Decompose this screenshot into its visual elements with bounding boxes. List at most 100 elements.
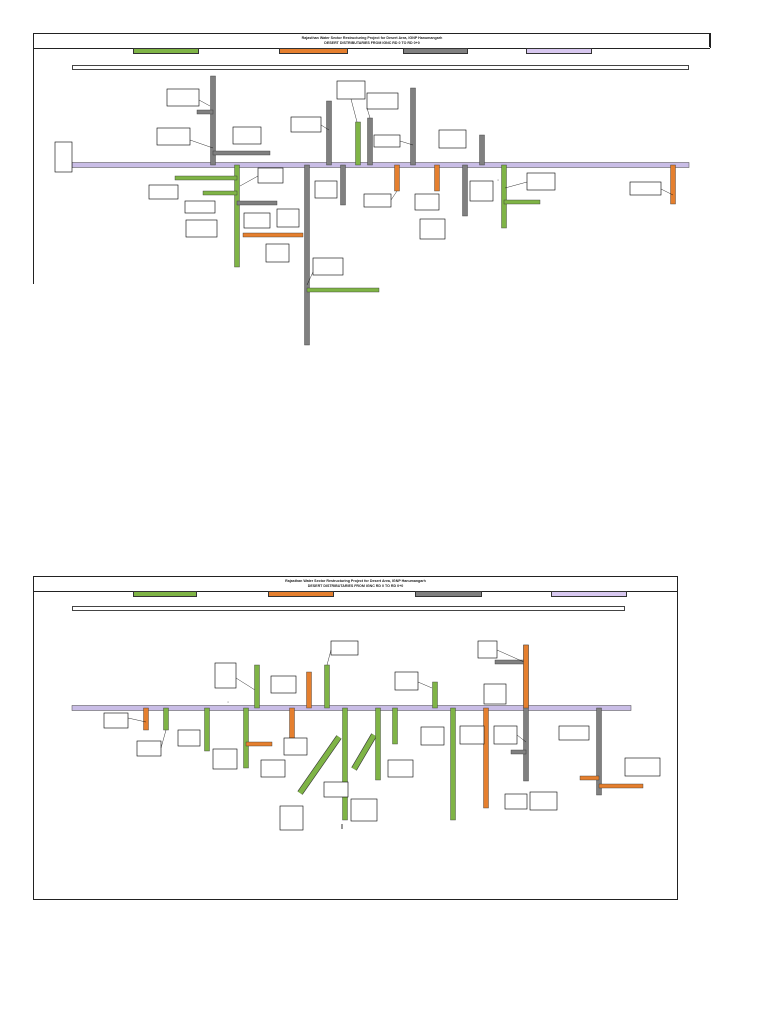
annotation-box: [363, 193, 392, 208]
annotation-box: [312, 257, 344, 276]
sheet-2-subtitle: DESERT DISTRIBUTARIES FROM IGNC RD 0 TO …: [307, 584, 404, 588]
branch-canal-green: [202, 190, 238, 196]
annotation-box: [493, 725, 518, 745]
branch-canal-orange: [670, 164, 676, 205]
sheet-1-top-reference-bar: [72, 65, 689, 70]
annotation-box: [350, 798, 378, 822]
branch-canal-gray: [236, 200, 278, 206]
legend-swatch-green: [133, 591, 197, 597]
branch-canal-gray: [212, 150, 271, 156]
legend-swatch-orange: [279, 48, 348, 54]
annotation-box: [166, 88, 200, 107]
branch-canal-gray: [596, 707, 602, 796]
annotation-box: [526, 172, 556, 191]
legend-swatch-gray: [403, 48, 468, 54]
branch-canal-green: [450, 707, 456, 821]
legend-swatch-green: [133, 48, 199, 54]
annotation-box: [276, 208, 300, 228]
branch-canal-orange: [483, 707, 489, 809]
annotation-box: [504, 793, 528, 810]
branch-canal-gray: [410, 87, 416, 166]
branch-canal-green: [204, 707, 210, 752]
annotation-box: [136, 740, 162, 757]
sheet-2-legend: [0, 590, 768, 600]
branch-canal-green: [392, 707, 398, 745]
branch-canal-green: [324, 664, 330, 709]
annotation-box: [243, 212, 271, 229]
branch-canal-gray: [210, 75, 216, 166]
callout-leader: [496, 649, 525, 663]
callout-leader: [326, 649, 332, 666]
annotation-box: [290, 116, 322, 133]
branch-canal-green: [351, 733, 377, 771]
annotation-box: [483, 683, 507, 705]
branch-canal-gray: [479, 134, 485, 166]
sheet-1-legend: [0, 47, 768, 57]
annotation-box: [265, 243, 290, 263]
callout-leader: [127, 717, 147, 723]
sheet-1-right-border: [709, 33, 710, 47]
branch-canal-green: [503, 199, 541, 205]
annotation-box: [184, 200, 216, 214]
branch-canal-green: [254, 664, 260, 709]
branch-canal-gray: [326, 100, 332, 166]
branch-canal-green: [375, 707, 381, 781]
annotation-box: [323, 781, 349, 798]
annotation-box: [54, 141, 73, 173]
legend-swatch-lavender: [551, 591, 627, 597]
branch-canal-green: [355, 121, 361, 166]
annotation-box: [283, 737, 308, 756]
branch-canal-green: [432, 681, 438, 709]
annotation-box: [212, 748, 238, 770]
branch-canal-green: [306, 287, 380, 293]
branch-canal-gray: [494, 659, 527, 665]
main-canal-line: [71, 705, 632, 711]
annotation-box: [330, 640, 359, 656]
annotation-box: [387, 759, 414, 778]
annotation-box: [624, 757, 661, 777]
annotation-box: [420, 726, 445, 746]
callout-leader: [366, 107, 371, 119]
branch-canal-orange: [598, 783, 644, 789]
branch-canal-gray: [462, 164, 468, 217]
annotation-box: [459, 725, 485, 745]
sheet-1-title: Rajasthan Water Sector Restructuring Pro…: [301, 36, 443, 40]
annotation-box: [156, 127, 191, 146]
callout-leader: [660, 188, 674, 196]
callout-leader: [239, 175, 259, 187]
callout-leader: [504, 181, 528, 189]
annotation-box: [214, 662, 237, 689]
annotation-box: [270, 675, 297, 694]
main-canal-line: [71, 162, 690, 168]
annotation-box: [394, 671, 419, 691]
branch-canal-gray: [196, 109, 214, 115]
annotation-box: [148, 184, 179, 200]
branch-canal-orange: [394, 164, 400, 192]
legend-swatch-gray: [415, 591, 482, 597]
annotation-box: [477, 640, 498, 659]
callout-leader: [198, 99, 211, 107]
callout-leader: [160, 729, 167, 749]
branch-canal-gray: [367, 117, 373, 166]
branch-canal-green: [174, 175, 238, 181]
branch-canal-gray: [304, 164, 310, 346]
annotation-box: [558, 725, 590, 741]
sheet-2-title-block: Rajasthan Water Sector Restructuring Pro…: [34, 577, 677, 592]
annotation-box: [469, 180, 494, 202]
annotation-box: [336, 80, 366, 100]
callout-leader: [350, 98, 358, 123]
branch-canal-green: [342, 707, 348, 821]
annotation-box: [314, 180, 338, 199]
annotation-box: [419, 218, 446, 240]
annotation-box: [279, 805, 304, 831]
branch-canal-orange: [143, 707, 149, 731]
annotation-box: [414, 193, 440, 211]
callout-leader: [399, 140, 414, 146]
annotation-box: [260, 759, 286, 778]
branch-canal-orange: [579, 775, 600, 781]
branch-canal-orange: [306, 671, 312, 709]
branch-canal-gray: [340, 164, 346, 206]
annotation-box: [257, 167, 284, 184]
branch-canal-orange: [434, 164, 440, 192]
annotation-box: [185, 219, 218, 238]
